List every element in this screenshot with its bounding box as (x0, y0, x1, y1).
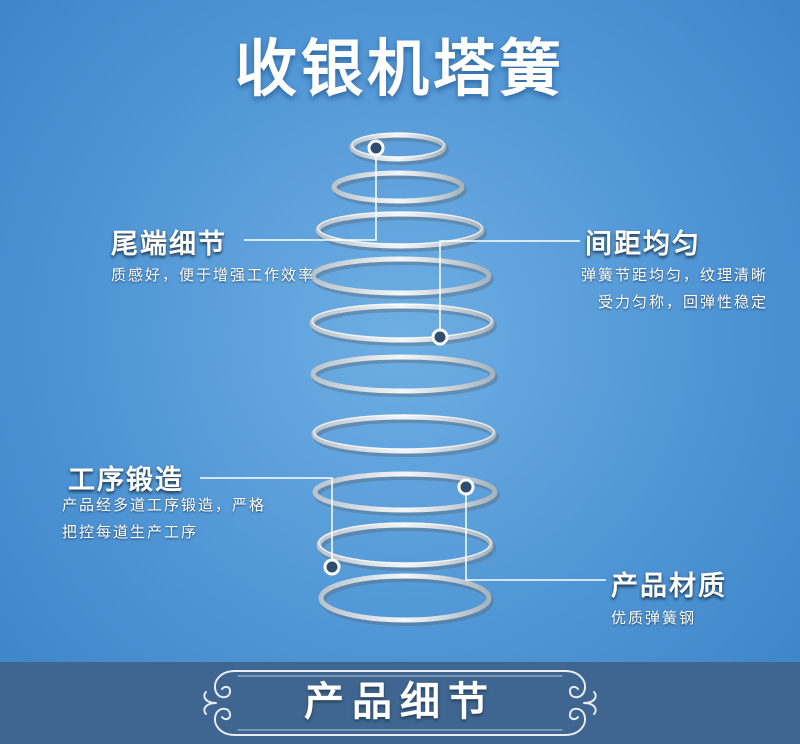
callout-material-desc: 优质弹簧钢 (611, 605, 696, 632)
callout-spacing-line: 弹簧节距均匀，纹理清晰 (580, 266, 768, 284)
callout-spacing-line: 受力匀称，回弹性稳定 (597, 293, 768, 311)
callout-material-line: 优质弹簧钢 (611, 609, 697, 627)
callout-tail-line: 质感好，便于增强工作效率 (111, 266, 316, 284)
page-title: 收银机塔簧 (234, 32, 565, 105)
callout-forging-label: 工序锻造 (68, 465, 184, 496)
callout-forging-desc: 产品经多道工序锻造，严格 把控每道生产工序 (62, 492, 266, 546)
callout-material-label: 产品材质 (611, 571, 727, 602)
callout-tail-desc: 质感好，便于增强工作效率 (111, 262, 315, 289)
callout-tail-label: 尾端细节 (111, 229, 227, 260)
callout-forging-line: 把控每道生产工序 (62, 523, 199, 541)
callout-spacing-desc: 弹簧节距均匀，纹理清晰 受力匀称，回弹性稳定 (520, 262, 768, 316)
ornament-frame (203, 670, 597, 736)
callout-forging-line: 产品经多道工序锻造，严格 (62, 496, 267, 514)
footer-title: 产品细节 (304, 678, 496, 725)
callout-spacing-label: 间距均匀 (585, 229, 701, 260)
